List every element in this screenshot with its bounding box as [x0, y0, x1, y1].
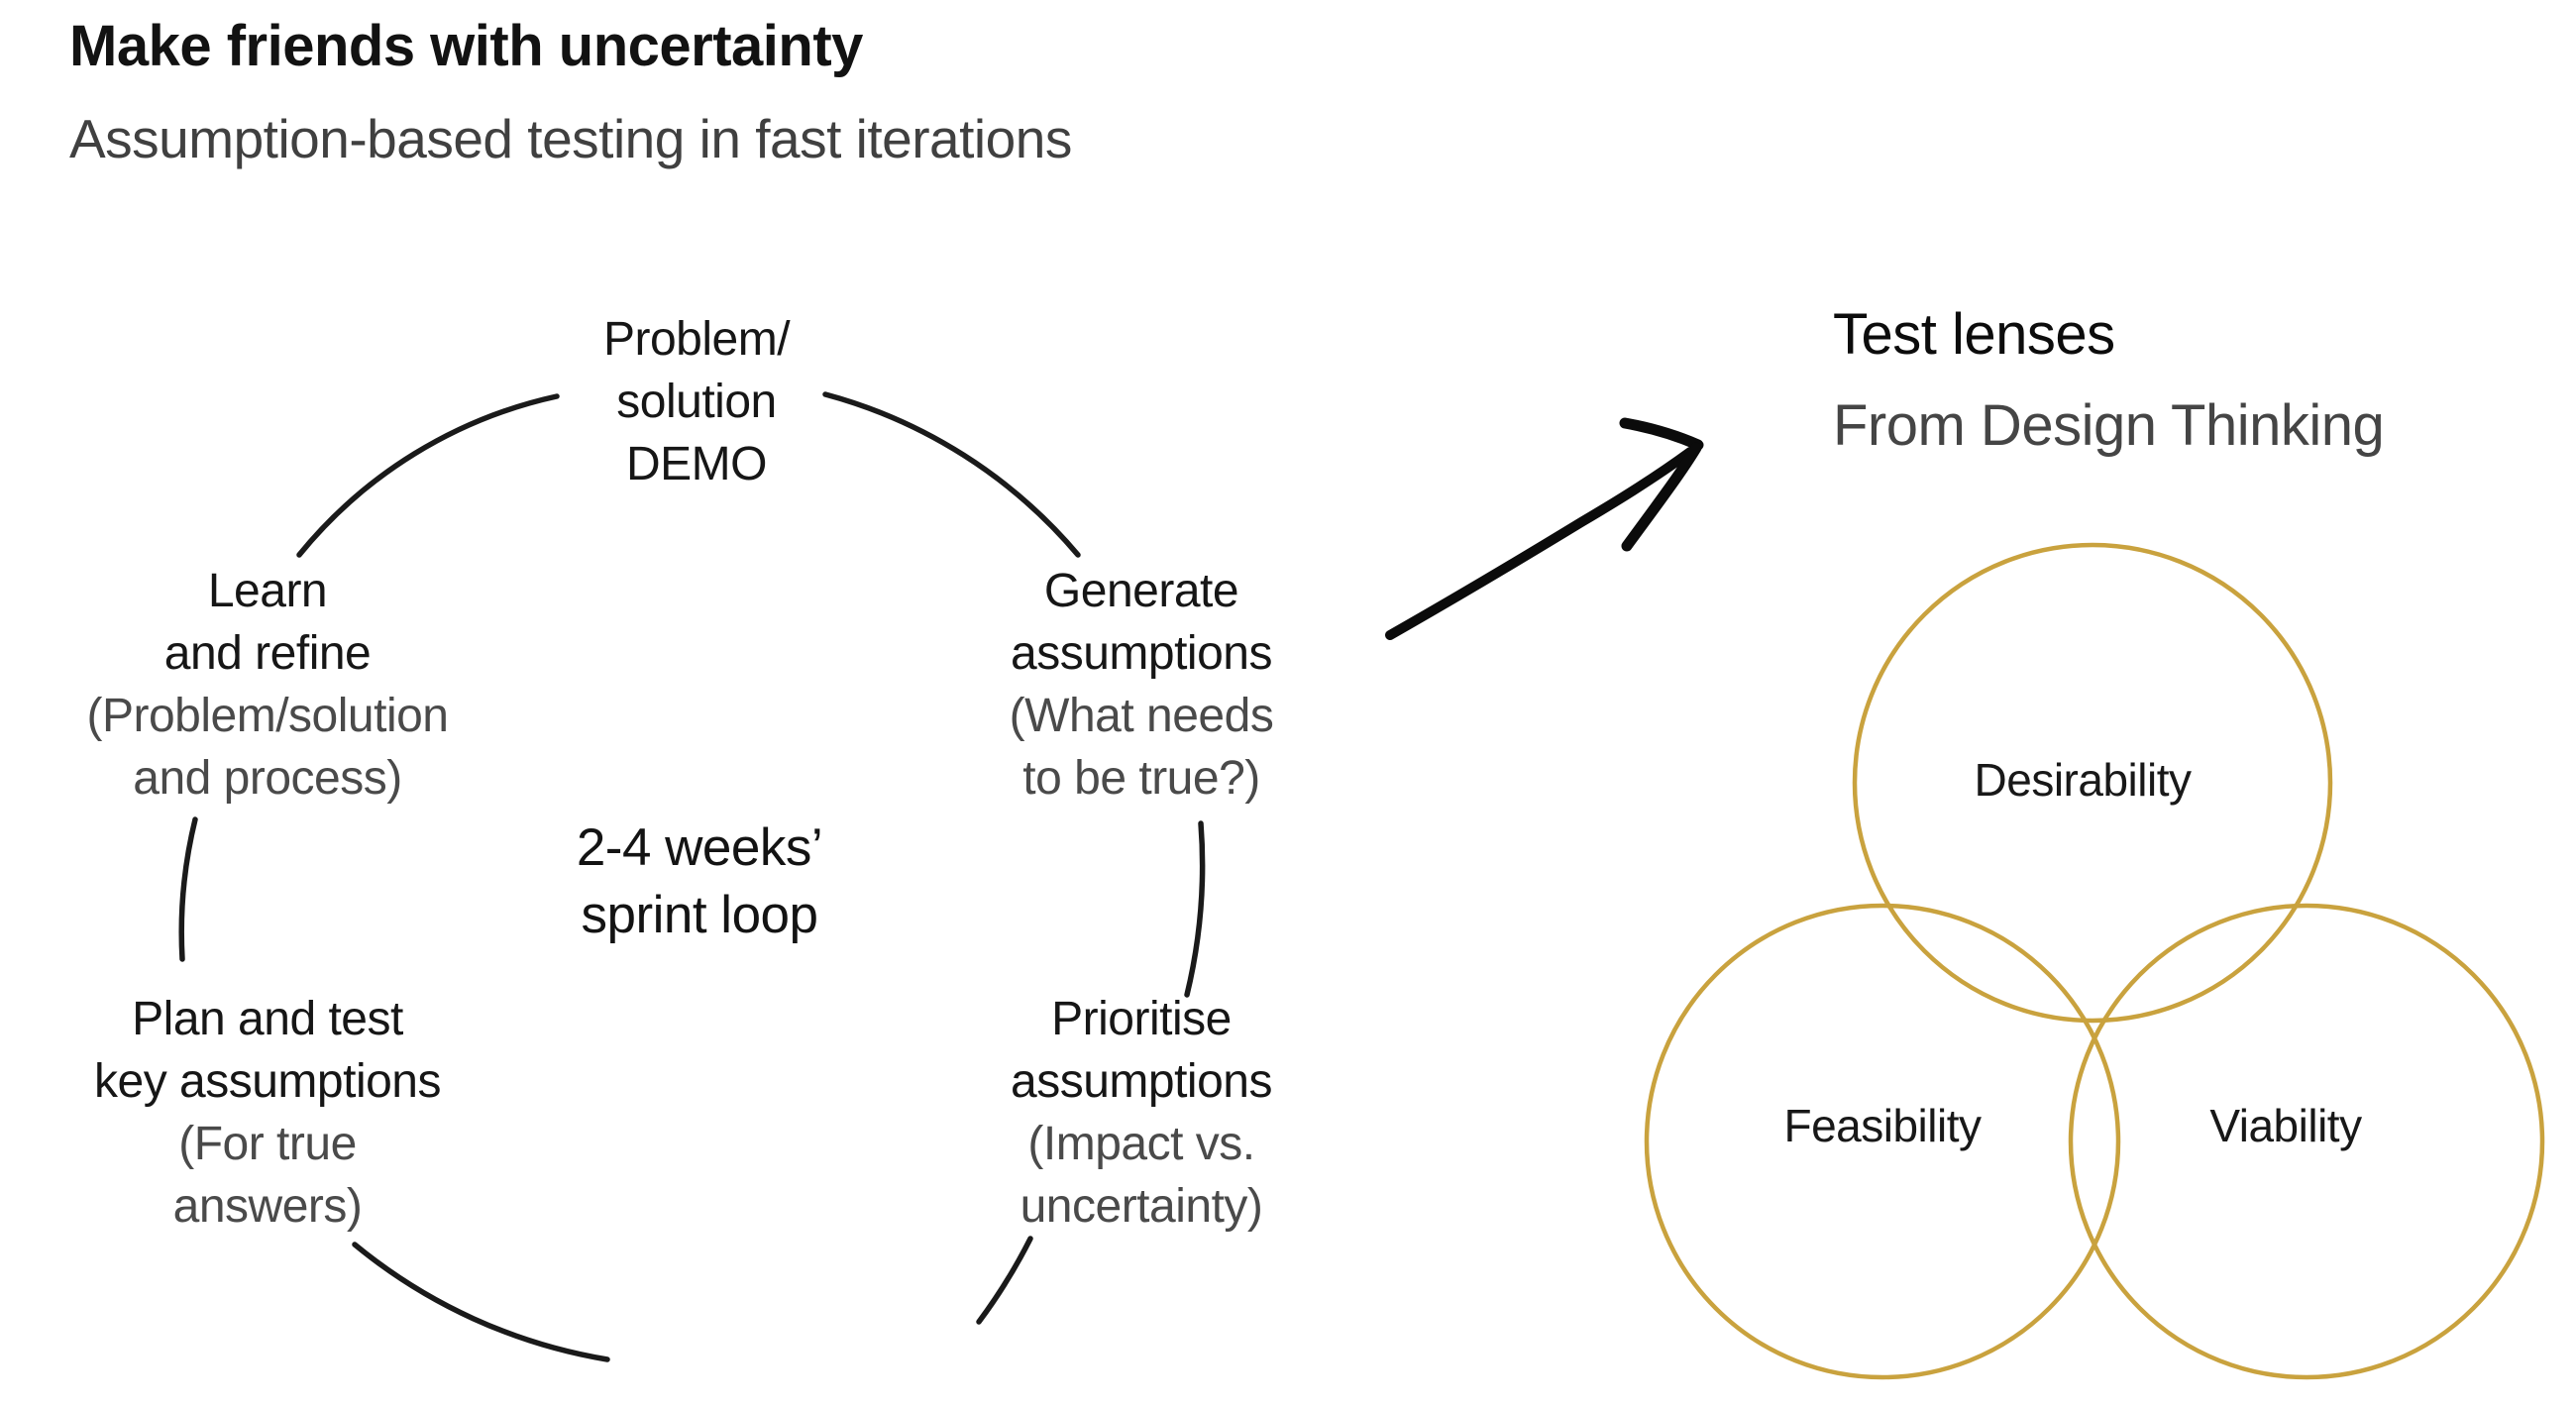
cycle-node-line: Generate: [1043, 565, 1239, 617]
cycle-arc-bottom-right: [976, 1236, 1033, 1325]
cycle-node-plan-and-test: Plan and test key assumptions (For true …: [94, 988, 442, 1238]
venn-label-feasibility: Feasibility: [1783, 1100, 1982, 1151]
cycle-center-line: 2-4 weeks’: [576, 818, 823, 877]
cycle-arc-right: [1184, 820, 1206, 998]
cycle-node-problem-solution-demo: Problem/ solution DEMO: [602, 308, 791, 495]
cycle-node-note-line: (Impact vs.: [1027, 1118, 1255, 1170]
cycle-arc-left: [178, 816, 198, 962]
cycle-node-note-line: and process): [133, 752, 402, 805]
cycle-node-note-line: (For true: [178, 1118, 357, 1170]
venn-circle-feasibility: [1644, 903, 2121, 1380]
cycle-node-note-line: (Problem/solution: [86, 690, 450, 742]
page-title: Make friends with uncertainty: [69, 14, 863, 78]
venn-label-viability: Viability: [2209, 1100, 2362, 1151]
cycle-node-note-line: answers): [172, 1180, 363, 1233]
arrow-head-upper-barb: [1619, 417, 1704, 451]
arrow-shaft: [1385, 447, 1695, 640]
cycle-node-line: solution: [616, 376, 777, 428]
venn-label-desirability: Desirability: [1974, 754, 2192, 806]
test-lenses-title: Test lenses: [1833, 302, 2115, 367]
cycle-center-label: 2-4 weeks’ sprint loop: [576, 814, 823, 949]
cycle-node-generate-assumptions: Generate assumptions (What needs to be t…: [1010, 560, 1274, 810]
cycle-node-line: Learn: [207, 565, 328, 617]
cycle-node-note-line: (What needs: [1009, 690, 1274, 742]
cycle-node-line: key assumptions: [94, 1055, 442, 1108]
cycle-node-prioritise-assumptions: Prioritise assumptions (Impact vs. uncer…: [1011, 988, 1272, 1238]
cycle-node-learn-and-refine: Learn and refine (Problem/solution and p…: [86, 560, 450, 810]
cycle-node-line: assumptions: [1011, 1055, 1272, 1108]
venn-circles: [1644, 542, 2545, 1380]
cycle-node-note-line: to be true?): [1022, 752, 1260, 805]
cycle-node-line: Plan and test: [132, 993, 403, 1045]
cycle-node-line: and refine: [163, 627, 372, 680]
cycle-node-line: Problem/: [602, 313, 791, 366]
cycle-arc-top-right: [822, 391, 1081, 558]
cycle-arc-top-left: [296, 393, 560, 558]
test-lenses-subtitle: From Design Thinking: [1833, 393, 2385, 458]
page-subtitle: Assumption-based testing in fast iterati…: [69, 108, 1072, 169]
cycle-arc-bottom-left: [352, 1242, 610, 1362]
cycle-node-line: Prioritise: [1051, 993, 1232, 1045]
cycle-node-line: assumptions: [1011, 627, 1272, 680]
cycle-center-line: sprint loop: [581, 886, 818, 944]
hand-drawn-arrow-icon: [1385, 417, 1704, 640]
venn-circle-viability: [2068, 903, 2545, 1380]
arrow-head-lower-barb: [1621, 442, 1702, 552]
venn-circle-desirability: [1852, 542, 2333, 1024]
cycle-arcs: [178, 391, 1206, 1362]
cycle-node-note-line: uncertainty): [1020, 1180, 1263, 1233]
cycle-node-line: DEMO: [625, 438, 768, 490]
